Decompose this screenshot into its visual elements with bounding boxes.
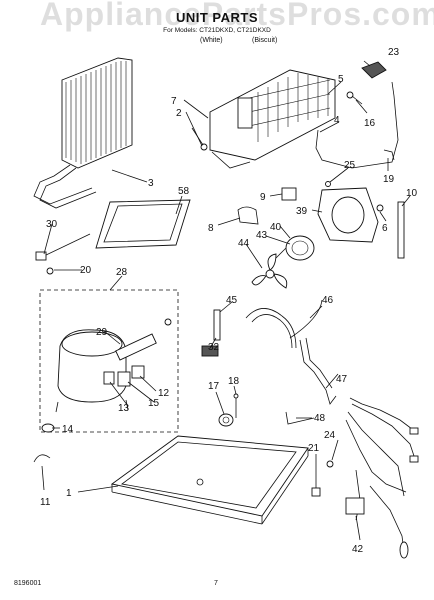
callout-15: 15 xyxy=(148,398,160,409)
callout-23: 23 xyxy=(388,47,400,58)
callout-25: 25 xyxy=(344,160,356,171)
callout-3: 3 xyxy=(148,178,154,189)
callout-numbers: 7 2 3 5 23 4 16 19 25 10 6 9 8 58 39 40 … xyxy=(40,47,418,555)
clip-11 xyxy=(33,454,51,463)
clip-8 xyxy=(237,206,259,225)
drain-pan-58 xyxy=(95,199,191,249)
callout-1: 1 xyxy=(66,488,72,499)
relay-15 xyxy=(117,371,131,387)
callout-4: 4 xyxy=(334,115,340,126)
nut-21 xyxy=(311,487,321,497)
callout-40: 40 xyxy=(270,222,282,233)
callout-12: 12 xyxy=(158,388,170,399)
evaporator-assembly xyxy=(209,69,336,169)
post-45 xyxy=(213,309,221,341)
bracket-48 xyxy=(285,411,315,425)
callout-43: 43 xyxy=(256,230,268,241)
compressor-kit-28 xyxy=(39,289,179,433)
screw-2 xyxy=(191,127,208,151)
callout-9: 9 xyxy=(260,192,266,203)
callout-32: 32 xyxy=(208,342,220,353)
tube-47 xyxy=(299,337,337,405)
screw-18 xyxy=(233,393,239,418)
callout-7: 7 xyxy=(171,96,177,107)
overload-29 xyxy=(115,318,172,361)
grommet-17 xyxy=(218,413,234,427)
screw-24 xyxy=(326,460,334,468)
callout-44: 44 xyxy=(238,238,250,249)
callout-8: 8 xyxy=(208,223,214,234)
leader-lines xyxy=(41,60,411,541)
callout-18: 18 xyxy=(228,376,240,387)
callout-20: 20 xyxy=(80,265,92,276)
tube-46 xyxy=(245,299,323,349)
color-biscuit-label: (Biscuit) xyxy=(252,37,278,44)
power-cord-30 xyxy=(35,233,91,261)
screw-16 xyxy=(346,91,363,105)
bracket-9 xyxy=(281,187,297,201)
callout-58: 58 xyxy=(178,186,190,197)
wiring-harness-42 xyxy=(345,397,419,559)
callout-46: 46 xyxy=(322,295,334,306)
callout-29: 29 xyxy=(96,327,108,338)
heater-19 xyxy=(383,149,395,161)
callout-2: 2 xyxy=(176,108,182,119)
tube-10 xyxy=(397,201,405,259)
block-32 xyxy=(201,345,219,357)
page-title: UNIT PARTS xyxy=(175,10,259,25)
callout-11: 11 xyxy=(40,497,51,508)
callout-16: 16 xyxy=(364,118,376,129)
relay-13 xyxy=(103,371,115,385)
callout-42: 42 xyxy=(352,544,364,555)
screw-20 xyxy=(46,267,54,275)
callout-30: 30 xyxy=(46,219,58,230)
callout-45: 45 xyxy=(226,295,238,306)
callout-21: 21 xyxy=(308,443,320,454)
document-number: 8196001 xyxy=(14,580,42,587)
callout-47: 47 xyxy=(336,374,348,385)
cover-23 xyxy=(361,61,387,79)
model-numbers: For Models: CT21DKXD, CT21DKXD xyxy=(163,27,271,34)
callout-19: 19 xyxy=(383,174,395,185)
callout-39: 39 xyxy=(296,206,308,217)
condenser-coil xyxy=(33,57,133,209)
screw-25 xyxy=(325,181,331,187)
callout-10: 10 xyxy=(406,188,418,199)
watermark: AppliancePartsPros.com xyxy=(40,0,434,32)
capillary-tube-4 xyxy=(315,81,399,169)
relay-12 xyxy=(131,365,145,379)
color-white-label: (White) xyxy=(200,37,223,44)
base-pan-1 xyxy=(110,435,309,525)
fan-blade-44 xyxy=(251,253,288,289)
callout-28: 28 xyxy=(116,267,128,278)
page-number: 7 xyxy=(214,580,218,587)
screw-6 xyxy=(376,204,384,212)
callout-14: 14 xyxy=(62,424,74,435)
callout-5: 5 xyxy=(338,74,344,85)
callout-24: 24 xyxy=(324,430,336,441)
fan-motor-43 xyxy=(275,235,315,261)
callout-13: 13 xyxy=(118,403,130,414)
fan-shroud-39 xyxy=(317,187,379,243)
callout-17: 17 xyxy=(208,381,220,392)
callout-6: 6 xyxy=(382,223,388,234)
callout-48: 48 xyxy=(314,413,326,424)
